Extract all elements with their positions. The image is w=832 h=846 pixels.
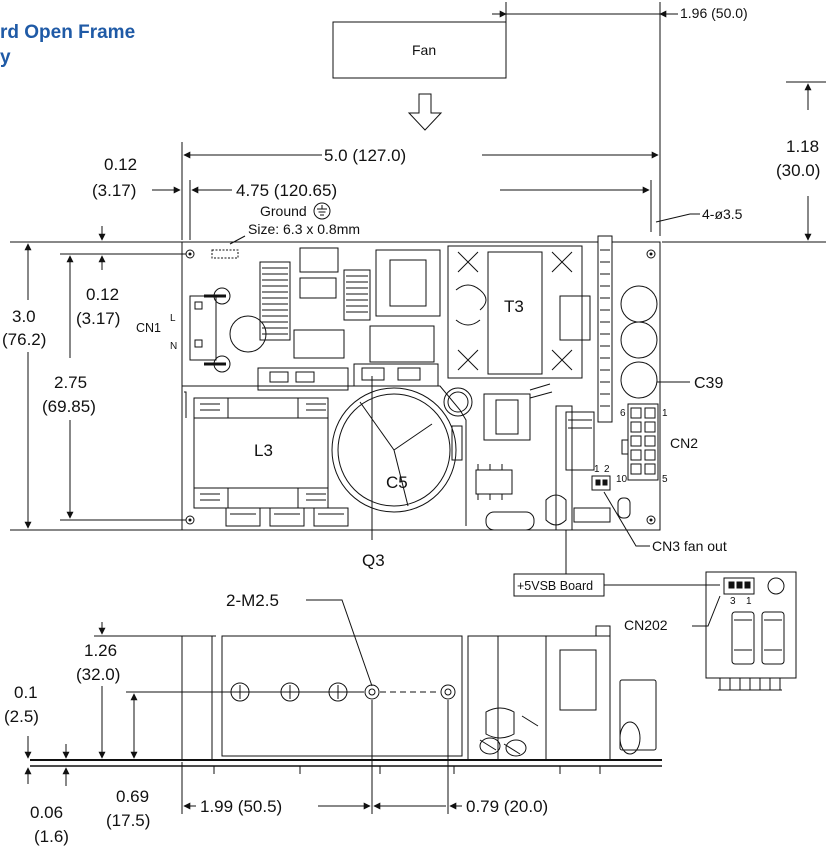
fan-gap-label-in: 1.18 [786,137,819,156]
pcb-top-view [181,235,690,531]
cn202-pin-1: 1 [746,596,752,607]
cn2-pin-5: 5 [662,474,668,485]
connector-cn2 [621,403,659,481]
base-label-in: 0.1 [14,683,38,702]
left-inset-label-in: 0.12 [104,155,137,174]
screw-x-dimension [181,700,462,814]
ground-icon [313,202,331,220]
inductor-l3 [193,397,329,509]
fan-outline [332,21,507,79]
fan-width-label: 1.96 (50.0) [680,5,748,21]
cn3-label: CN3 fan out [652,538,727,554]
cn202-pin-3: 3 [730,596,736,607]
document-title: rd Open Frame y [0,20,135,70]
capacitor-c5 [331,387,457,513]
hole-height-label-in: 2.75 [54,373,87,392]
fan-gap-dimension [662,81,826,243]
ground-label: Ground [260,203,307,219]
screw-height-dimension [126,691,364,759]
cn2-label: CN2 [670,435,698,451]
screw-height-label-mm: (17.5) [106,811,150,830]
screw-height-label-in: 0.69 [116,787,149,806]
left-inset-label-mm: (3.17) [92,181,136,200]
hole-height-label-mm: (69.85) [42,397,96,416]
title-line-2: y [0,47,11,68]
cn1-l-label: L [170,313,176,324]
overall-width-label: 5.0 (127.0) [324,146,406,165]
c5-label: C5 [386,473,408,492]
hole-span-dimension [152,180,652,240]
cn2-pin-10: 10 [616,474,628,485]
ground-size-label: Size: 6.3 x 0.8mm [248,221,360,237]
vsb-board-detail [705,571,797,691]
cn3-pin-1: 1 [594,464,600,475]
hole-height-dimension [60,253,186,521]
top-inset-label-mm: (3.17) [76,309,120,328]
thickness-label-mm: (1.6) [34,827,69,846]
base-label-mm: (2.5) [4,707,39,726]
fan-width-dimension [492,2,678,236]
pcb-side-view [30,625,662,774]
vsb-board-label: +5VSB Board [517,579,593,593]
cn3-pin-2: 2 [604,464,610,475]
screws-label: 2-M2.5 [226,591,279,610]
cn1-label: CN1 [136,321,161,335]
cn202-label: CN202 [624,617,668,633]
title-line-1: rd Open Frame [0,22,136,43]
airflow-arrow-icon [407,93,443,131]
fan-gap-label-mm: (30.0) [776,161,820,180]
transformer-t3 [447,245,583,379]
hole-span-label: 4.75 (120.65) [236,181,337,200]
cn2-pin-1: 1 [662,408,668,419]
q3-label: Q3 [362,551,385,570]
screw-span-label: 0.79 (20.0) [466,797,548,816]
height-dimension [10,241,182,531]
t3-label: T3 [504,297,524,316]
cn3-leader [603,491,650,547]
input-choke [259,261,291,341]
height-label-in: 3.0 [12,307,36,326]
l3-label: L3 [254,441,273,460]
side-height-dimension [94,622,216,759]
screw-leader [306,599,373,687]
side-height-label-mm: (32.0) [76,665,120,684]
vsb-board-label-box [513,573,605,597]
height-label-mm: (76.2) [2,330,46,349]
mount-holes-label: 4-ø3.5 [702,206,743,222]
screw-x-label: 1.99 (50.5) [200,797,282,816]
cn202-leader [692,595,721,627]
thickness-label-in: 0.06 [30,803,63,822]
cn1-n-label: N [170,341,177,352]
cn2-pin-6: 6 [620,408,626,419]
top-inset-label-in: 0.12 [86,285,119,304]
fan-label: Fan [412,42,436,58]
c39-label: C39 [694,375,723,392]
overall-width-dimension [181,142,659,240]
side-height-label-in: 1.26 [84,641,117,660]
